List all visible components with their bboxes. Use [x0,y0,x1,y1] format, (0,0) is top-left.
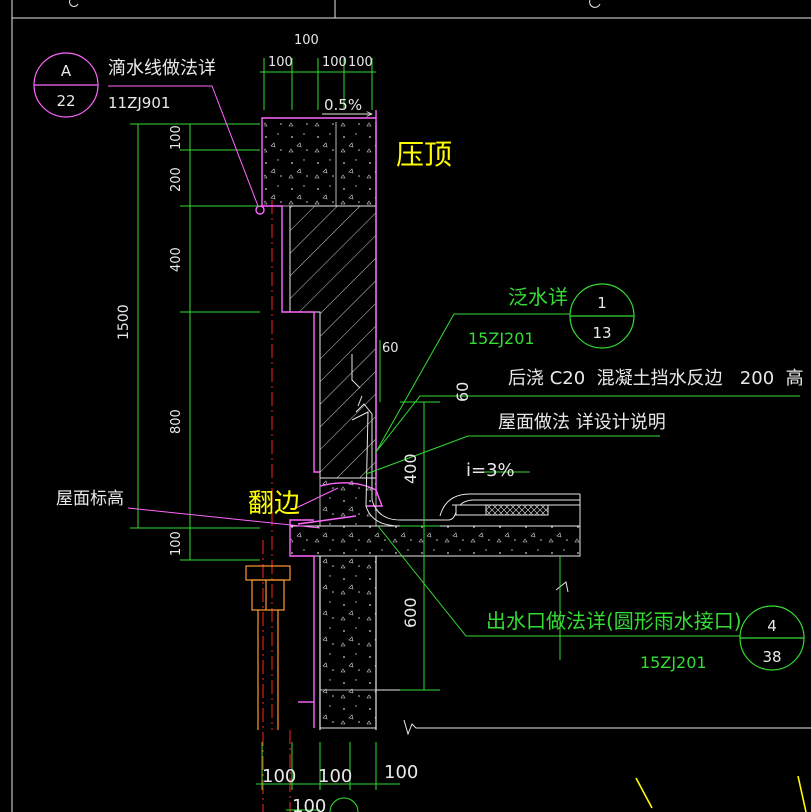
finish-outline [255,110,384,728]
dim-top-100: 100 [294,33,319,48]
dim-bot-d: 100 [292,796,326,812]
label-roof-elevation: 屋面标高 [56,489,124,509]
axis-lines [262,200,291,812]
leader-lines [108,85,800,637]
callout-drip-symbol: A 22 [33,52,99,118]
dim-top-b: 100 [322,55,347,70]
dim-v-60-a: 60 [382,341,399,356]
dim-bot-a: 100 [262,766,296,787]
label-curb-note: 后浇 C20 混凝土挡水反边 200 高 [508,368,804,389]
callout-outlet-top: 4 [767,617,777,635]
yellow-marks [635,775,807,812]
callout-outlet-bottom: 38 [762,648,781,666]
coping [264,122,376,207]
dim-bot-b: 100 [318,766,352,787]
bottom-partial-circle [329,797,359,812]
callout-drip-top: A [61,62,72,80]
callout-drip-code: 11ZJ901 [108,94,170,112]
dimension-lines [130,58,561,811]
dim-v-400-r: 400 [401,453,420,484]
label-slope-top: 0.5% [324,96,362,114]
callout-outlet-symbol: 4 38 [739,605,805,671]
callout-flashing-code: 15ZJ201 [468,329,535,348]
callout-flashing-top: 1 [597,294,607,312]
dimension-texts: 100 100 100 100 100 200 400 800 100 1500… [116,33,472,812]
dim-bot-c: 100 [384,762,418,783]
callout-outlet-title: 出水口做法详(圆形雨水接口) [486,609,742,633]
dim-v-1500: 1500 [116,304,132,340]
callout-drip-title: 滴水线做法详 [108,58,216,79]
label-coping: 压顶 [396,138,452,171]
dim-v-400: 400 [169,247,184,272]
dim-v-200: 200 [169,167,184,192]
label-upturn: 翻边 [248,489,300,519]
label-roof-note: 屋面做法 详设计说明 [498,412,666,433]
callout-flashing-bottom: 13 [592,324,611,342]
callout-drip-bottom: 22 [56,92,75,110]
dim-v-60-b: 60 [453,382,472,402]
roof-membrane [351,403,811,736]
dim-v-800: 800 [169,409,184,434]
rain-pipe [245,565,291,730]
callout-flashing-title: 泛水详 [508,285,568,309]
lower-wall [319,555,377,730]
dim-v-100-a: 100 [169,125,184,150]
callout-flashing-symbol: 1 13 [569,283,635,349]
label-slope-roof: i=3% [466,460,515,481]
dim-v-600: 600 [401,597,420,628]
sheet-border [11,0,811,812]
dim-v-100-b: 100 [169,531,184,556]
roof-slab [289,525,581,557]
concrete-curb [319,477,377,527]
callout-outlet-code: 15ZJ201 [640,653,707,672]
dim-top-c: 100 [348,55,373,70]
dim-top-a: 100 [268,55,293,70]
